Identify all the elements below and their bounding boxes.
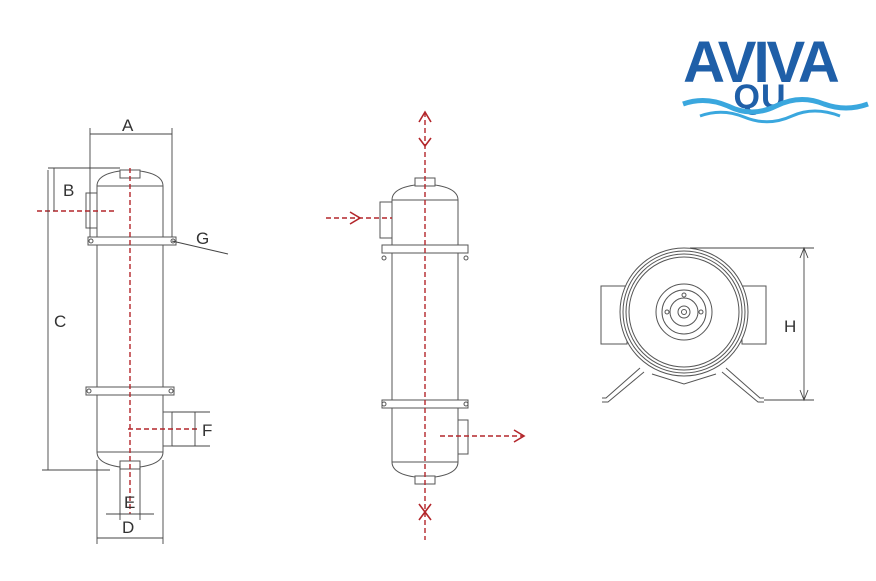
logo-wave-icon xyxy=(682,97,869,115)
side-view-flow xyxy=(326,110,526,540)
dim-label-h: H xyxy=(784,317,796,336)
top-view: H xyxy=(600,246,814,403)
shell-body-left xyxy=(96,169,164,469)
dim-label-e: E xyxy=(124,493,135,512)
dim-label-c: C xyxy=(54,312,66,331)
logo-text-aviva: AVIVA xyxy=(683,30,839,95)
inlet-nozzle-left xyxy=(85,192,98,229)
dim-label-b: B xyxy=(63,181,74,200)
bracket-top-left xyxy=(87,236,177,246)
foot-right-2 xyxy=(721,371,764,403)
flow-arrow-down-top-icon xyxy=(418,137,432,148)
flow-arrow-up-icon xyxy=(418,110,432,123)
outlet-nozzle-center xyxy=(457,419,469,455)
dim-label-d: D xyxy=(122,518,134,537)
foot-right xyxy=(725,367,764,399)
flow-arrow-right-inlet-icon xyxy=(349,211,362,225)
foot-left xyxy=(602,367,641,399)
aviva-aqua-logo: AVIVA QU xyxy=(682,30,869,124)
logo-wave-icon-2 xyxy=(699,109,841,124)
dim-label-g: G xyxy=(196,229,209,248)
side-view-dimensioned: A B C F G E D xyxy=(37,116,229,544)
dim-label-a: A xyxy=(122,116,134,135)
flow-arrow-right-outlet-icon xyxy=(513,429,526,443)
foot-left-2 xyxy=(602,371,645,403)
dim-label-f: F xyxy=(202,421,212,440)
end-fitting-outer xyxy=(655,283,713,341)
inlet-nozzle-center xyxy=(379,201,393,239)
flow-arrow-up-bottom-icon xyxy=(418,510,432,521)
